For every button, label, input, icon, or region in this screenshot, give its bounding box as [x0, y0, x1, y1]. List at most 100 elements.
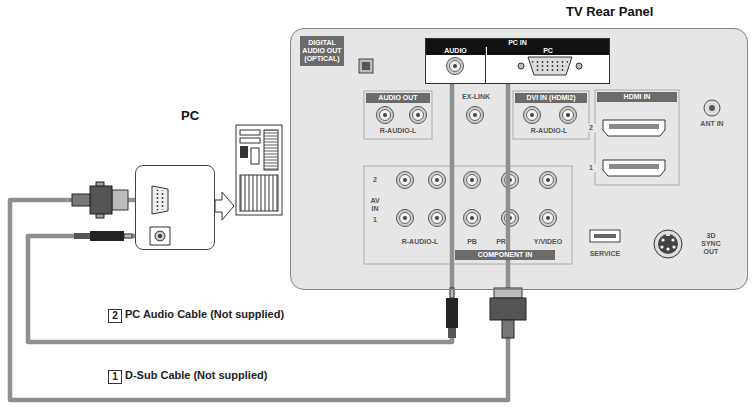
port-header: PC	[487, 47, 609, 55]
rca-jack	[377, 107, 394, 124]
audio-plug	[90, 231, 124, 241]
pin	[666, 247, 669, 250]
rca-jack	[410, 107, 427, 124]
pin	[666, 233, 670, 236]
port-label: 3D SYNC OUT	[698, 232, 724, 256]
audio-port-box: AUDIO	[426, 47, 486, 84]
rca-jack	[560, 107, 577, 124]
panel-face	[290, 28, 748, 290]
vga-plug	[502, 320, 514, 338]
pc-port-face	[136, 166, 214, 249]
channel-label: R-AUDIO-L	[392, 238, 448, 246]
pin	[661, 238, 664, 241]
pc-audio-jack	[150, 227, 170, 245]
input-group: PC INAUDIOPC	[425, 38, 610, 84]
rca-jack	[540, 210, 557, 227]
pin	[671, 238, 674, 241]
channel-label: PB	[464, 238, 480, 246]
pc-port-box: PC	[487, 47, 609, 84]
tower-vent	[264, 130, 278, 170]
port-number: 2	[586, 124, 596, 132]
vga-plug	[72, 194, 90, 206]
rca-jack	[464, 210, 481, 227]
group-label: AV IN	[367, 197, 383, 213]
vga-plug	[90, 186, 112, 214]
port-label: SERVICE	[585, 250, 625, 258]
cable	[28, 84, 452, 342]
group-outline	[513, 91, 589, 139]
pc-tower	[236, 125, 282, 215]
hdmi-port	[609, 164, 659, 169]
cable-label: D-Sub Cable (Not supplied)	[124, 369, 268, 381]
rca-jack	[540, 172, 557, 189]
channel-label: PR	[496, 238, 506, 246]
screw	[576, 63, 582, 69]
callout-number: 1	[108, 370, 122, 384]
optical-port	[359, 59, 373, 73]
vga-plug	[490, 298, 526, 320]
audio-plug	[124, 234, 132, 238]
tower-bay	[240, 130, 260, 135]
cable-label: PC Audio Cable (Not supplied)	[124, 308, 285, 320]
rca-jack	[429, 210, 446, 227]
pin	[672, 245, 675, 248]
zoom-arrow	[215, 192, 234, 220]
group-outline	[364, 91, 432, 139]
thumbscrew	[96, 214, 104, 218]
pin	[660, 245, 663, 248]
cable	[10, 84, 508, 400]
pc-audio-jack	[155, 231, 165, 241]
audio-plug	[448, 328, 456, 338]
vga-pins	[531, 59, 569, 73]
group-header: AUDIO OUT	[366, 93, 430, 103]
port-number: 1	[586, 164, 596, 172]
optical-port	[362, 62, 370, 70]
tower-vent	[240, 175, 278, 211]
tower-bay	[240, 138, 260, 143]
rca-jack	[524, 107, 541, 124]
group-header: HDMI IN	[597, 92, 677, 102]
tower-ports	[251, 148, 259, 164]
port-label: EX-LINK	[458, 93, 494, 101]
usb-port	[594, 234, 616, 238]
pc-port-panel: PC	[135, 165, 215, 250]
pc-vga-pins	[154, 189, 166, 211]
row-number: 1	[369, 216, 381, 224]
pc-vga-port	[152, 186, 168, 214]
antenna-jack	[704, 100, 720, 116]
port-header: AUDIO	[426, 47, 485, 55]
hdmi-port	[609, 124, 659, 129]
group-header: DVI IN (HDMI2)	[515, 93, 587, 103]
usb-port	[590, 230, 620, 242]
sync-port	[654, 230, 682, 258]
callout-number: 2	[108, 309, 122, 323]
group-outline	[364, 166, 572, 264]
ex-link-jack	[467, 107, 484, 124]
channel-label: R-AUDIO-L	[518, 127, 580, 135]
audio-jack	[447, 58, 464, 75]
audio-plug	[446, 298, 458, 328]
rca-jack	[464, 172, 481, 189]
rca-jack	[397, 172, 414, 189]
channel-label: R-AUDIO-L	[368, 127, 428, 135]
rca-jack	[429, 172, 446, 189]
group-header: COMPONENT IN	[455, 250, 555, 260]
heading: PC	[181, 108, 199, 123]
tower-ports	[240, 146, 248, 158]
antenna-jack	[709, 105, 715, 111]
hdmi-port	[603, 120, 665, 136]
port-label: ANT IN	[692, 120, 732, 128]
row-number: 2	[369, 176, 381, 184]
audio-plug	[74, 233, 90, 239]
thumbscrew	[96, 182, 104, 186]
hdmi-port	[603, 160, 665, 176]
rca-jack	[397, 210, 414, 227]
group-outline	[595, 90, 679, 185]
sync-port	[658, 234, 678, 254]
pc-audio-jack	[158, 234, 162, 238]
heading: TV Rear Panel	[566, 4, 653, 19]
vga-plug	[112, 190, 128, 210]
channel-label: Y/VIDEO	[528, 238, 568, 246]
vga-port	[528, 57, 572, 75]
pc-in-face	[425, 38, 610, 84]
